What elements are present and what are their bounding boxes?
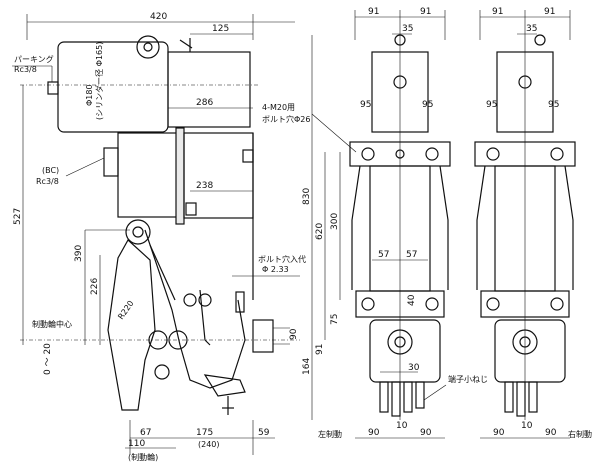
label-bolt-hole: ボルト穴入代: [258, 254, 306, 264]
dim-175: 175: [196, 428, 213, 438]
right-lower-clamp: [480, 290, 570, 318]
dim-110: 110: [128, 439, 145, 449]
front-brake-drum: [369, 319, 441, 383]
dim-420: 420: [150, 12, 167, 22]
label-phi180: Φ180: [85, 84, 94, 106]
label-bc: (BC): [42, 166, 59, 175]
dim-238: 238: [196, 181, 213, 191]
lifting-eye: [136, 35, 160, 59]
front-dim-91b: 91: [420, 7, 431, 17]
dim-59: 59: [258, 428, 270, 438]
dim-286: 286: [196, 98, 213, 108]
dim-527: 527: [13, 208, 23, 225]
label-right-brake: 右制動: [568, 429, 592, 439]
right-view: 91 91 35 95 95 10 90 90 右制動: [474, 7, 592, 439]
right-cylinder: [496, 51, 554, 133]
front-dim-164: 164: [302, 358, 312, 375]
front-dim-75: 75: [330, 314, 340, 325]
front-dim-90b: 90: [420, 428, 432, 438]
right-dim-90a: 90: [493, 428, 505, 438]
cylinder-body: [57, 41, 169, 133]
label-bolt-spec: 4-M20用: [262, 103, 295, 112]
flange-plate: [175, 127, 185, 225]
front-dim-91c: 91: [315, 344, 325, 355]
cylinder-cap: [167, 51, 251, 128]
front-dim-91a: 91: [368, 7, 379, 17]
front-lower-clamp: [355, 290, 445, 318]
right-dim-35: 35: [526, 24, 537, 34]
front-terminals: [379, 381, 425, 417]
brake-arm: [107, 219, 246, 415]
front-dim-90a: 90: [368, 428, 380, 438]
right-dim-91a: 91: [492, 7, 503, 17]
right-dim-95a: 95: [486, 100, 497, 110]
parking-port: [47, 81, 59, 95]
front-dim-95a: 95: [360, 100, 371, 110]
front-view: 91 91 35 95 95 4-M20用 ボルト穴Φ26 830 620 30…: [262, 7, 488, 439]
right-dim-91b: 91: [544, 7, 555, 17]
dim-390: 390: [74, 245, 84, 262]
label-brake-center: 制動輪中心: [32, 319, 72, 329]
right-dim-95b: 95: [548, 100, 559, 110]
label-cylinder: (シリンダー径 Φ165): [94, 42, 104, 120]
front-dim-95b: 95: [422, 100, 433, 110]
front-dim-57a: 57: [378, 250, 389, 260]
dim-r220: R220: [116, 299, 135, 321]
dim-0-20: 0 ～ 20: [43, 343, 53, 375]
dim-125: 125: [212, 24, 229, 34]
right-brake-drum: [494, 319, 566, 383]
dim-67: 67: [140, 428, 151, 438]
label-bolt-spec2: ボルト穴Φ26: [262, 114, 310, 124]
front-dim-40: 40: [407, 294, 417, 306]
dim-90-side: 90: [289, 328, 299, 340]
side-view: 420 125 Φ180 (シリンダー径 Φ165) パーキング Rc3/8 2…: [12, 12, 306, 462]
label-bc-rc: Rc3/8: [36, 177, 59, 186]
right-dim-90b: 90: [545, 428, 557, 438]
label-bottom-1: (制動輪): [128, 452, 158, 462]
label-parking: パーキング: [14, 54, 54, 64]
right-terminals: [504, 381, 538, 417]
dim-226: 226: [90, 278, 100, 295]
front-cylinder: [371, 51, 429, 133]
front-dim-30: 30: [408, 363, 420, 373]
front-dim-620: 620: [315, 223, 325, 240]
label-bolt-dim: Φ 2.33: [262, 265, 289, 274]
right-dim-10: 10: [521, 421, 533, 431]
connector-block: [252, 319, 274, 353]
front-dim-830: 830: [302, 188, 312, 205]
front-dim-35: 35: [402, 24, 413, 34]
label-parking-rc: Rc3/8: [14, 65, 37, 74]
front-dim-57b: 57: [406, 250, 417, 260]
front-dim-10: 10: [396, 421, 408, 431]
label-bottom-2: (240): [198, 440, 220, 449]
label-terminal: 端子小ねじ: [448, 374, 488, 384]
front-dim-300: 300: [330, 213, 340, 230]
bc-body: [117, 132, 181, 218]
label-left-brake: 左制動: [318, 429, 342, 439]
